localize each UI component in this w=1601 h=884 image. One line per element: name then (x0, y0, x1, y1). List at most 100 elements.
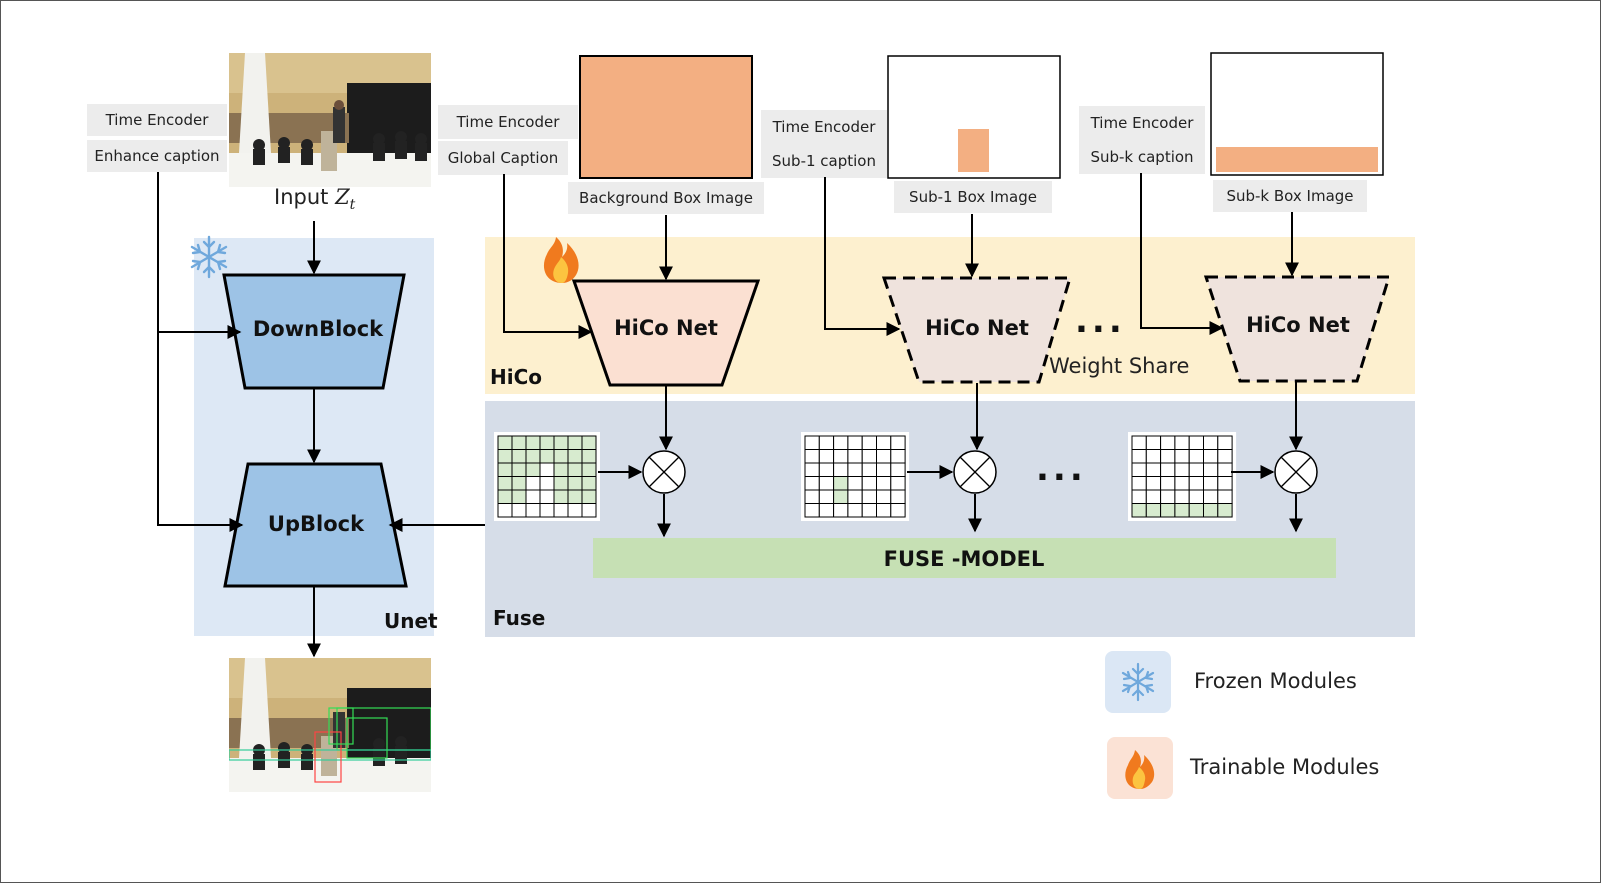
grid-cell (1188, 435, 1204, 450)
grid-cell (525, 449, 541, 464)
grid-cell (1160, 435, 1176, 450)
grid-cell (553, 449, 569, 464)
up-block-label: UpBlock (268, 512, 365, 536)
grid-cell (876, 476, 892, 491)
down-block-label: DownBlock (253, 317, 384, 341)
grid-cell (1174, 462, 1190, 477)
grid-cell (539, 449, 555, 464)
grid-cell (1131, 462, 1147, 477)
grid-cell (818, 435, 835, 450)
grid-cell (1145, 435, 1162, 450)
grid-cell (847, 503, 863, 518)
grid-cell (1131, 435, 1147, 450)
grid-cell (847, 489, 863, 504)
grid-cell (847, 435, 863, 450)
grid-cell (1217, 435, 1233, 450)
grid-cell (1160, 503, 1176, 518)
hico-net-shared-1 (881, 276, 1073, 384)
grid-cell (525, 462, 541, 477)
unet-enhance-caption-label: Enhance caption (87, 140, 227, 172)
branch1-box-image-label: Background Box Image (568, 182, 764, 214)
fire-icon (1125, 750, 1155, 789)
legend-trainable-label: Trainable Modules (1190, 755, 1380, 779)
grid-cell (861, 503, 878, 518)
fire-icon (543, 237, 579, 283)
grid-cell (1188, 462, 1204, 477)
down-block (222, 273, 406, 390)
grid-cell (833, 503, 849, 518)
grid-cell (553, 476, 569, 491)
grid-cell (833, 462, 849, 477)
input-image (229, 53, 431, 187)
grid-cell (511, 503, 527, 518)
grid-cell (567, 462, 583, 477)
grid-cell (497, 489, 513, 504)
grid-cell (804, 503, 820, 518)
hico-net-trainable (571, 279, 761, 387)
fuse-model (593, 538, 1336, 578)
grid-cell (890, 476, 906, 491)
grid-cell (833, 476, 849, 491)
unet-region-label: Unet (384, 609, 438, 633)
grid-cell (1131, 449, 1147, 464)
grid-cell (818, 489, 835, 504)
grid-cell (539, 503, 555, 518)
grid-cell (581, 503, 597, 518)
legend-trainable-icon-box (1107, 737, 1173, 799)
hico-region-label: HiCo (490, 365, 543, 389)
legend-frozen-icon-box (1105, 651, 1171, 713)
hico-net-k-label: HiCo Net (1246, 313, 1350, 337)
hico-net-1-label: HiCo Net (614, 316, 718, 340)
snowflake-icon (1121, 662, 1155, 702)
grid-cell (525, 503, 541, 518)
branchk-time-encoder-label: Time Encoder (1079, 106, 1205, 140)
grid-cell (1174, 435, 1190, 450)
grid-cell (1217, 476, 1233, 491)
grid-cell (818, 503, 835, 518)
input-subscript: t (349, 197, 356, 214)
grid-cell (1203, 435, 1219, 450)
grid-cell (1203, 489, 1219, 504)
grid-cell (567, 503, 583, 518)
hico-net-2-label: HiCo Net (925, 316, 1029, 340)
grid-cell (890, 503, 906, 518)
grid-cell (804, 489, 820, 504)
branch2-caption-label: Sub-1 caption (761, 144, 887, 178)
grid-cell (539, 489, 555, 504)
connector-arrows (157, 172, 1303, 658)
grid-cell (1174, 503, 1190, 518)
grid-cell (833, 449, 849, 464)
grid-cell (1145, 462, 1162, 477)
grid-cell (581, 489, 597, 504)
grid-cell (1188, 489, 1204, 504)
branch2-time-encoder-label: Time Encoder (761, 110, 887, 144)
grid-cell (890, 462, 906, 477)
grid-cell (539, 435, 555, 450)
grid-cell (1217, 489, 1233, 504)
grid-cell (818, 449, 835, 464)
grid-cell (1188, 503, 1204, 518)
grid-cell (567, 449, 583, 464)
grid-cell (804, 449, 820, 464)
grid-cell (1217, 462, 1233, 477)
grid-cell (1145, 476, 1162, 491)
grid-cell (861, 489, 878, 504)
grid-cell (581, 435, 597, 450)
grid-cell (553, 462, 569, 477)
grid-cell (1145, 489, 1162, 504)
grid-cell (539, 462, 555, 477)
grid-cell (1203, 503, 1219, 518)
grid-cell (497, 449, 513, 464)
grid-cell (861, 476, 878, 491)
grid-cell (581, 476, 597, 491)
grid-cell (847, 449, 863, 464)
grid-cell (1217, 503, 1233, 518)
fuse-region (485, 401, 1415, 637)
grid-cell (876, 489, 892, 504)
input-symbol: Z (335, 185, 350, 209)
grid-cell (1217, 449, 1233, 464)
grid-cell (804, 476, 820, 491)
grid-cell (1203, 449, 1219, 464)
branch1-time-encoder-label: Time Encoder (438, 105, 578, 139)
